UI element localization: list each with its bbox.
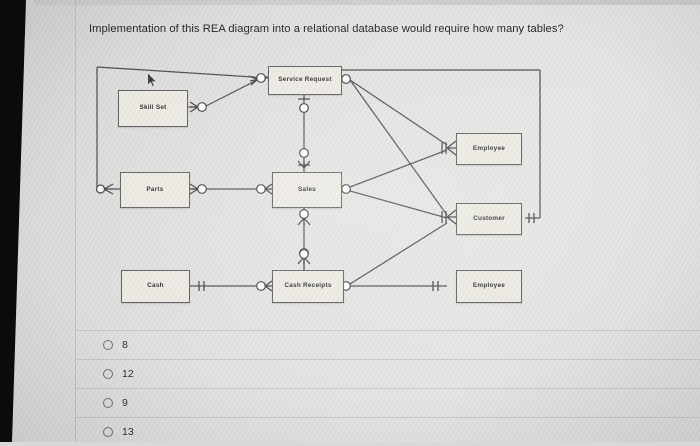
rea-diagram: .ln { stroke:#4a4a4c; stroke-width:1.25;…: [85, 55, 565, 320]
radio-button-icon[interactable]: [103, 427, 113, 437]
entity-label: Skill Set: [139, 104, 167, 112]
entity-box-skill-set[interactable]: Skill Set: [118, 90, 188, 127]
entity-label: Employee: [472, 144, 506, 152]
entity-box-customer[interactable]: Customer: [456, 203, 522, 235]
entity-label: Customer: [473, 214, 505, 222]
entity-box-employee-bottom[interactable]: Employee: [456, 270, 522, 303]
entity-box-service-request[interactable]: Service Request: [268, 66, 342, 95]
entity-box-parts[interactable]: Parts: [120, 172, 190, 208]
question-text: Implementation of this REA diagram into …: [89, 23, 564, 35]
entity-label: Cash: [147, 282, 164, 290]
entity-label: Employee: [472, 282, 506, 290]
entity-box-cash-receipts[interactable]: Cash Receipts: [272, 270, 344, 303]
answer-option-row[interactable]: 12: [76, 359, 700, 388]
entity-box-employee-top[interactable]: Employee: [456, 133, 522, 165]
radio-button-icon[interactable]: [103, 369, 113, 379]
answer-option-label: 13: [122, 426, 134, 438]
answer-option-row[interactable]: 9: [76, 388, 700, 417]
entity-label: Cash Receipts: [284, 282, 332, 290]
entity-label: Sales: [298, 185, 316, 193]
photo-dark-edge: [0, 0, 26, 442]
answer-option-row[interactable]: 8: [76, 330, 700, 359]
answer-option-label: 9: [122, 397, 128, 409]
answer-option-label: 12: [122, 368, 134, 380]
answer-option-label: 8: [122, 339, 128, 351]
entity-box-sales[interactable]: Sales: [272, 172, 342, 208]
paper-top-edge: [34, 0, 700, 5]
entity-box-cash[interactable]: Cash: [121, 270, 190, 303]
answer-option-row[interactable]: 13: [76, 417, 700, 446]
page-gutter-rule: [75, 0, 76, 442]
radio-button-icon[interactable]: [103, 340, 113, 350]
entity-label: Service Request: [278, 76, 332, 84]
entity-label: Parts: [146, 185, 164, 193]
answer-options-list: 8 12 9 13: [76, 330, 700, 442]
radio-button-icon[interactable]: [103, 398, 113, 408]
